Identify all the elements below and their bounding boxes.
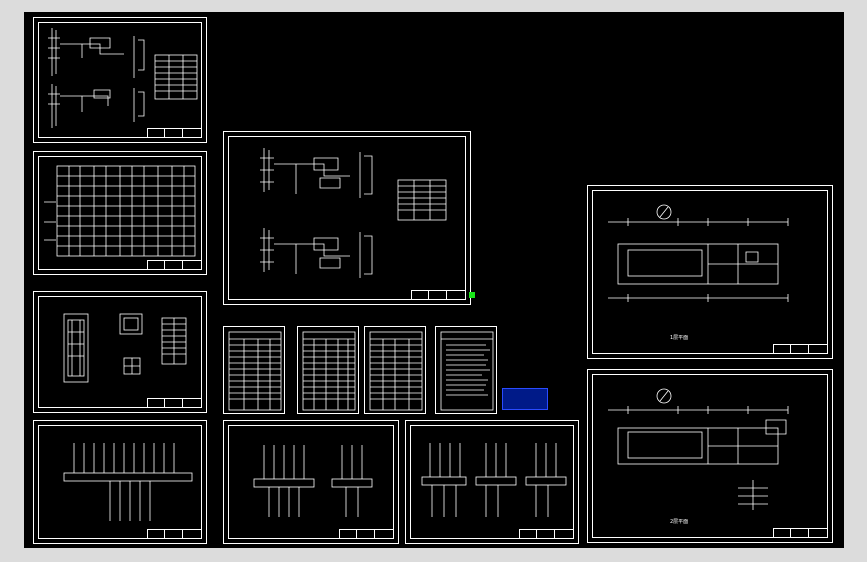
single-line-drawing xyxy=(253,445,373,517)
sheet-table-list-2[interactable] xyxy=(297,326,359,414)
sheet-frame xyxy=(38,156,202,270)
sheet-frame xyxy=(228,136,466,300)
red-blue-stamp xyxy=(502,388,548,410)
table-list-drawing xyxy=(369,331,423,411)
title-block xyxy=(773,528,828,538)
title-block xyxy=(147,128,202,138)
table-list-drawing xyxy=(302,331,356,411)
sheet-frame xyxy=(592,374,828,538)
sheet-wiring-diagram-1[interactable] xyxy=(33,17,207,143)
sheet-single-line-2[interactable] xyxy=(223,420,399,544)
sheet-table-list-3[interactable] xyxy=(364,326,426,414)
title-block xyxy=(519,529,574,539)
title-block xyxy=(147,260,202,270)
sheet-frame xyxy=(228,425,394,539)
floor-plan-drawing xyxy=(608,204,789,302)
sheet-floor-plan-2[interactable]: 2层平面 xyxy=(587,369,833,543)
table-list-drawing xyxy=(228,331,282,411)
sheet-frame xyxy=(410,425,574,539)
sheet-schedule-table[interactable] xyxy=(33,151,207,275)
single-line-drawing xyxy=(63,443,193,521)
sheet-table-list-1[interactable] xyxy=(223,326,285,414)
sheet-frame xyxy=(592,190,828,354)
title-block xyxy=(147,398,202,408)
wiring-diagram-large-drawing xyxy=(260,148,447,278)
title-block xyxy=(773,344,828,354)
title-block xyxy=(411,290,466,300)
sheet-single-line-3[interactable] xyxy=(405,420,579,544)
title-block xyxy=(147,529,202,539)
single-line-drawing xyxy=(421,443,567,517)
drawing-canvas[interactable] xyxy=(24,12,844,548)
sheet-single-line-1[interactable] xyxy=(33,420,207,544)
sheet-notes[interactable] xyxy=(435,326,497,414)
notes-drawing xyxy=(440,331,494,411)
sheet-cabinet-layout[interactable] xyxy=(33,291,207,413)
schedule-table-drawing xyxy=(44,165,196,257)
floor-plan-label-2: 2层平面 xyxy=(670,519,689,525)
cabinet-layout-drawing xyxy=(63,313,187,383)
floor-plan-label-1: 1层平面 xyxy=(670,335,689,341)
sheet-frame xyxy=(38,425,202,539)
sheet-frame xyxy=(38,22,202,138)
wiring-diagram-drawing xyxy=(48,28,198,128)
green-grip-marker[interactable] xyxy=(469,292,475,298)
title-block xyxy=(339,529,394,539)
sheet-wiring-diagram-2[interactable] xyxy=(223,131,471,305)
floor-plan-drawing xyxy=(608,388,789,510)
sheet-floor-plan-1[interactable]: 1层平面 xyxy=(587,185,833,359)
sheet-frame xyxy=(38,296,202,408)
